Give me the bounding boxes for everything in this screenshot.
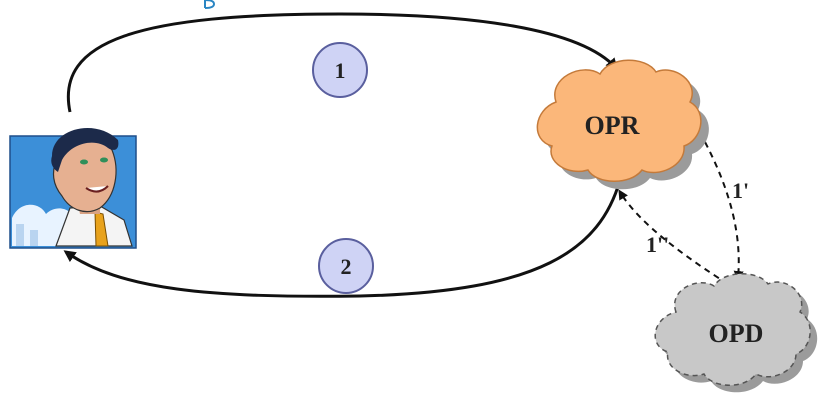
step-2-badge: 2 — [318, 238, 374, 294]
edge-label-opd-to-opr: 1'' — [646, 232, 669, 257]
user-avatar-icon — [9, 128, 137, 249]
arrow-opd-to-opr — [618, 189, 737, 292]
step-1-badge: 1 — [312, 42, 368, 98]
opr-node: OPR — [536, 59, 709, 190]
opr-label: OPR — [585, 111, 640, 140]
opd-node: OPD — [654, 273, 818, 393]
edge-label-opr-to-opd: 1' — [732, 178, 749, 203]
opd-label: OPD — [709, 319, 764, 348]
svg-text:2: 2 — [341, 254, 352, 279]
arrow-step-2 — [63, 179, 622, 298]
svg-text:1: 1 — [335, 58, 346, 83]
header-fragment — [204, 0, 216, 9]
arrow-opr-to-opd — [704, 141, 744, 281]
arrow-step-1 — [67, 12, 619, 113]
